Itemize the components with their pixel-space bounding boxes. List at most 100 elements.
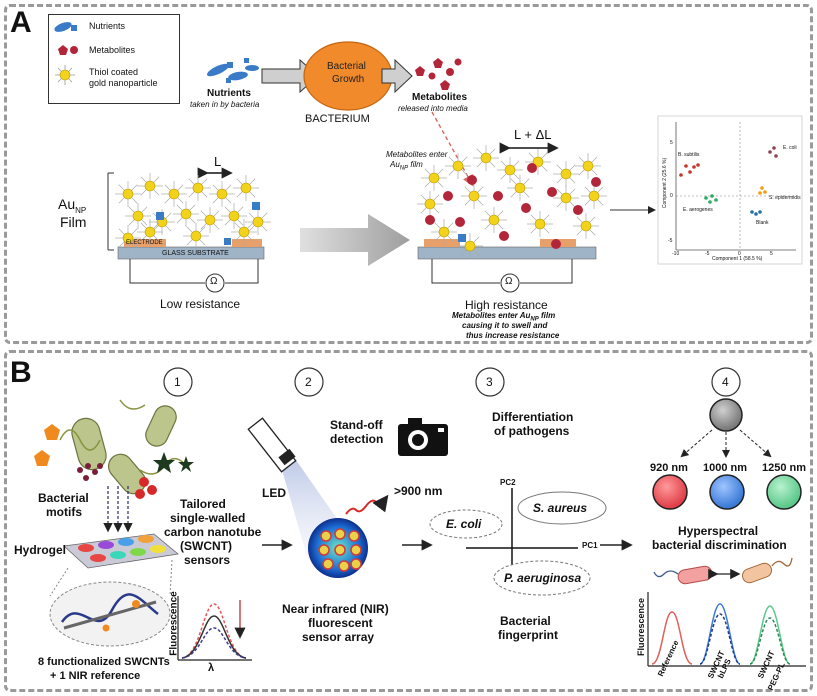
fluorescence-axis-1: Fluorescence: [168, 591, 180, 656]
metabolite-pentagon-icon: [58, 45, 68, 55]
gold-nanoparticle: [245, 209, 271, 235]
metabolites-in-film-right: [425, 163, 601, 249]
hyperspectral-2: bacterial discrimination: [652, 538, 787, 552]
gold-nanoparticle: [473, 145, 499, 171]
step-circles: [163, 367, 741, 397]
ecoli-label: E. coli: [446, 517, 482, 531]
electrode-right-a: [424, 239, 460, 247]
tailored-4: (SWCNT): [180, 539, 232, 553]
fluorescence-axis-4: Fluorescence: [636, 597, 647, 657]
pca-sepidermidis-points: [758, 186, 767, 195]
metabolites-cluster: [415, 58, 462, 90]
paeruginosa-cluster: [493, 560, 591, 596]
tailored-2: single-walled: [170, 511, 246, 525]
bacteria-illustration: [59, 399, 191, 495]
gold-nanoparticle: [183, 223, 209, 249]
saureus-cluster: [517, 491, 607, 525]
pca-label-blank: Blank: [756, 220, 769, 226]
pca-label-eaerogenes: E. aerogenes: [683, 207, 713, 213]
gold-nanoparticle: [457, 233, 483, 259]
saureus-label: S. aureus: [533, 501, 588, 515]
ohm-meter-left: [205, 273, 225, 293]
pca-xtick-1: -10: [672, 251, 680, 257]
step-2-circle: [294, 367, 324, 397]
metab-enter-label-2: AuNP film: [390, 160, 423, 172]
hyperspectral-1: Hyperspectral: [678, 524, 759, 538]
ohm-symbol-right: Ω: [505, 276, 513, 287]
nir-2: fluorescent: [308, 616, 373, 630]
blue-1000-circle: [709, 474, 745, 510]
pca-label-ecoli: E. coli: [783, 145, 797, 151]
nutrients-subtitle: taken in by bacteria: [190, 100, 260, 109]
step-1-circle: [163, 367, 193, 397]
swcnt-zoom: [49, 559, 173, 647]
pca-ytick-2: 0: [670, 193, 673, 199]
gold-nanoparticle: [581, 183, 607, 209]
growth-label-1: Bacterial: [327, 61, 366, 72]
pc1-label: PC1: [582, 541, 598, 550]
metabolites-title: Metabolites: [412, 92, 468, 103]
glass-substrate-right: [417, 246, 597, 260]
metabolite-particle: [551, 239, 561, 249]
gold-nanoparticle: [445, 153, 471, 179]
hydrogel-label: Hydrogel: [14, 543, 67, 557]
wavelength-920: 920 nm: [650, 462, 688, 474]
film-left: [107, 167, 265, 293]
legend-metabolites: Metabolites: [89, 45, 136, 55]
film-label: AuNP: [58, 196, 87, 215]
metabolite-particle: [425, 215, 435, 225]
metabolite-particle: [499, 231, 509, 241]
gold-nanoparticle: [527, 211, 553, 237]
nutrients-title: Nutrients: [207, 88, 251, 99]
nir-sensor-array: [308, 518, 368, 578]
metabolite-particle: [591, 177, 601, 187]
nanoparticle-icon: [55, 65, 75, 85]
nutrient-ellipse-icon: [54, 22, 72, 32]
ohm-symbol-left: Ω: [210, 276, 218, 287]
differentiation-1: Differentiation: [492, 410, 574, 424]
fingerprint-2: fingerprint: [498, 628, 558, 642]
high-resistance-label: High resistance: [465, 298, 548, 312]
red-920-circle: [652, 474, 688, 510]
gold-nanoparticle: [461, 183, 487, 209]
bacteria-pair: [653, 557, 793, 585]
gold-nanoparticle: [125, 203, 151, 229]
pca-bsubtilis-points: [679, 163, 700, 177]
nutrients-in-film-left: [156, 202, 260, 245]
metabolite-circle-icon: [70, 46, 78, 54]
gold-nanoparticle: [173, 201, 199, 227]
electrode-left-a: [124, 239, 166, 247]
pca-ytick-3: -5: [668, 238, 673, 244]
metabolite-particle: [573, 205, 583, 215]
paeruginosa-label: P. aeruginosa: [504, 571, 582, 585]
gold-nanoparticle: [161, 181, 187, 207]
gold-nanoparticle: [231, 219, 257, 245]
electrode-left-b: [232, 239, 262, 247]
bacterial-motifs-1: Bacterial: [38, 491, 89, 505]
length-l-label: L: [214, 154, 222, 169]
legend-thiol-2: gold nanoparticle: [89, 78, 158, 88]
legend-icons: [54, 22, 78, 85]
glass-substrate-label: GLASS SUBSTRATE: [162, 250, 229, 257]
gold-nanoparticle: [573, 213, 599, 239]
metabolite-particle: [521, 203, 531, 213]
grey-source-circle: [709, 398, 743, 432]
electrode-label: ELECTRODE: [126, 240, 163, 246]
panel-a-letter: A: [10, 6, 32, 39]
bacterial-motifs-2: motifs: [46, 505, 82, 519]
length-l-delta-label: L + ΔL: [514, 127, 552, 142]
pca-xlabel: Component 1 (58.5 %): [712, 256, 763, 262]
functionalized-2: + 1 NIR reference: [50, 670, 141, 682]
tailored-5: sensors: [184, 553, 231, 567]
nanoparticles-right: [417, 145, 607, 259]
metabolite-particle: [547, 187, 557, 197]
gold-nanoparticle: [575, 153, 601, 179]
nir-1: Near infrared (NIR): [282, 602, 389, 616]
gold-nanoparticle: [233, 175, 259, 201]
metabolite-particle: [443, 191, 453, 201]
gold-nanoparticle: [507, 175, 533, 201]
panel-a-graphics: [107, 41, 803, 293]
wavelength-1000: 1000 nm: [703, 462, 748, 474]
metabolite-particle: [467, 175, 477, 185]
